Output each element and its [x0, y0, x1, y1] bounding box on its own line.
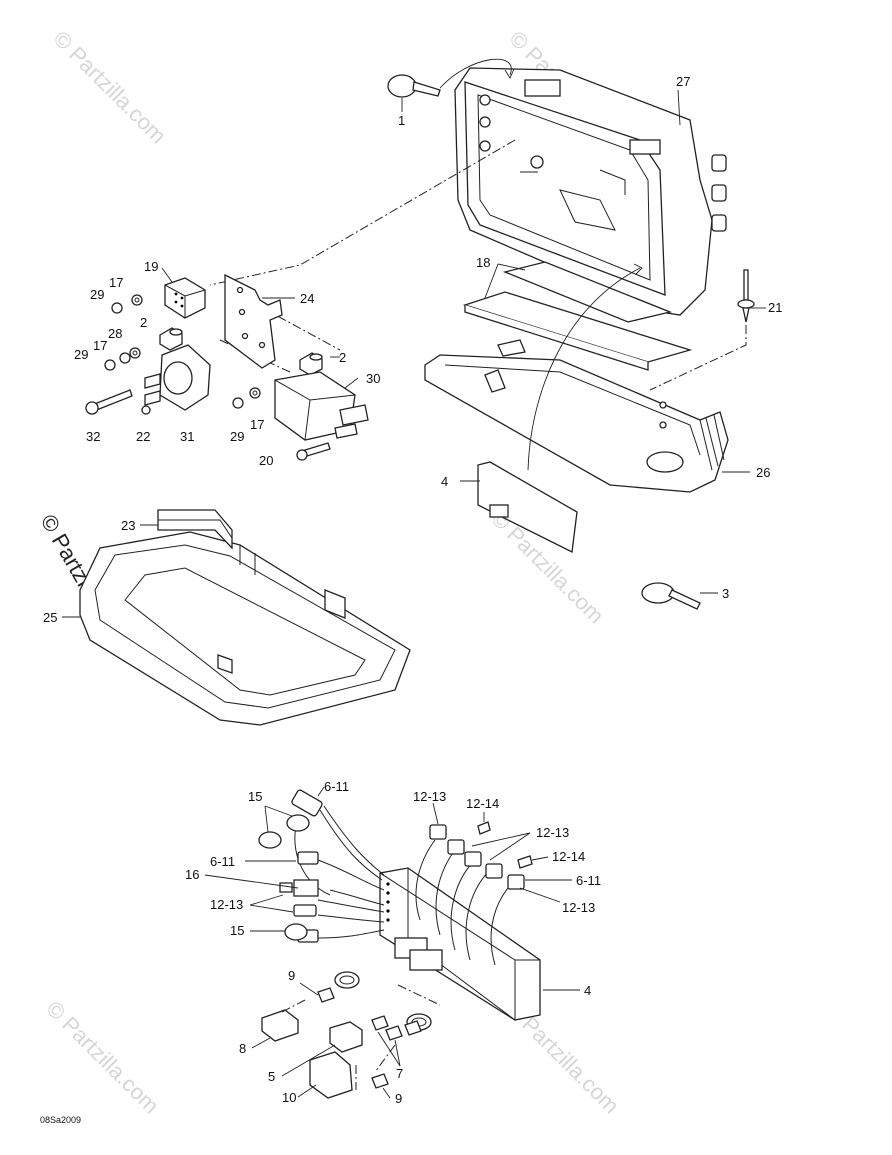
cable-tie-1 [387, 58, 515, 112]
callout-label: 29 [90, 287, 104, 302]
callout-label: 12-14 [466, 796, 499, 811]
callout-label: 1 [398, 113, 405, 128]
callout-label: 29 [230, 429, 244, 444]
spacers-2 [159, 327, 323, 376]
module-4-top [477, 263, 643, 553]
callout-label: 7 [396, 1066, 403, 1081]
callout-label: 15 [248, 789, 262, 804]
callout-label: 9 [395, 1091, 402, 1106]
callout-label: 8 [239, 1041, 246, 1056]
callout-label: 26 [756, 465, 770, 480]
tray-25 [79, 531, 411, 726]
callout-label: 29 [74, 347, 88, 362]
callout-label: 28 [108, 326, 122, 341]
tray-26 [424, 339, 729, 493]
terminals [258, 789, 533, 943]
callout-label: 23 [121, 518, 135, 533]
callout-label: 12-13 [413, 789, 446, 804]
callout-leaders [62, 89, 766, 1099]
cable-tie-3 [641, 582, 701, 610]
callout-label: 31 [180, 429, 194, 444]
callout-label: 20 [259, 453, 273, 468]
callout-label: 24 [300, 291, 314, 306]
callout-label: 27 [676, 74, 690, 89]
callout-label: 17 [93, 338, 107, 353]
bracket-24 [224, 273, 283, 369]
callout-label: 2 [339, 350, 346, 365]
callout-label: 12-13 [562, 900, 595, 915]
watermark-bottom-left: © Partzilla.com [41, 996, 164, 1119]
callout-label: 18 [476, 255, 490, 270]
callout-label: 30 [366, 371, 380, 386]
callout-label: 4 [584, 983, 591, 998]
fuse-components [261, 971, 441, 1099]
nuts-washers [104, 294, 261, 409]
callout-label: 5 [268, 1069, 275, 1084]
starter-solenoid-30 [274, 371, 369, 461]
callout-label: 3 [722, 586, 729, 601]
callout-label: 17 [109, 275, 123, 290]
callout-label: 4 [441, 474, 448, 489]
callout-label: 2 [140, 315, 147, 330]
pad-plates-18 [462, 261, 693, 371]
callout-label: 9 [288, 968, 295, 983]
callout-label: 12-13 [210, 897, 243, 912]
callout-label: 6-11 [210, 854, 235, 869]
callout-label: 12-13 [536, 825, 569, 840]
callout-label: 22 [136, 429, 150, 444]
callout-label: 6-11 [324, 779, 349, 794]
callout-label: 15 [230, 923, 244, 938]
callout-label: 32 [86, 429, 100, 444]
callout-label: 16 [185, 867, 199, 882]
callout-label: 25 [43, 610, 57, 625]
callout-label: 10 [282, 1090, 296, 1105]
strap-23 [157, 509, 233, 550]
callout-label: 21 [768, 300, 782, 315]
solenoid-31 [85, 344, 211, 415]
module-4-bottom [379, 867, 541, 1021]
callout-label: 12-14 [552, 849, 585, 864]
callout-labels: 1 27 19 17 29 24 2 28 17 29 2 30 32 22 3… [43, 74, 782, 1106]
callout-label: 17 [250, 417, 264, 432]
electrical-box-cover [454, 67, 727, 316]
callout-label: 19 [144, 259, 158, 274]
callout-label: 6-11 [576, 873, 601, 888]
diagram-code: 08Sa2009 [40, 1115, 81, 1125]
relay-19 [164, 277, 206, 319]
pin-21 [649, 269, 755, 391]
watermark-top: © Partzilla.com [48, 26, 171, 149]
